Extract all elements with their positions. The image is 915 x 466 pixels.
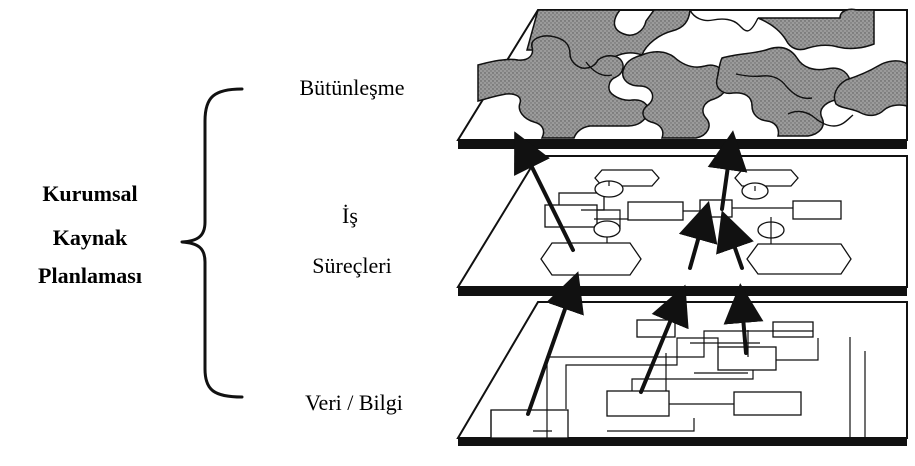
data-line-2 [546, 330, 813, 438]
integration-plane [456, 8, 908, 149]
puzzle-seam-d [585, 61, 613, 77]
puzzle-piece-center [622, 51, 729, 139]
arrow-process-to-integration-right [707, 130, 748, 211]
puzzle-seam-c [787, 110, 854, 127]
connector-left-middle [581, 209, 621, 229]
decision-node-middle-left [593, 220, 621, 238]
data-box-upper-right [772, 321, 814, 338]
business-process-plane [456, 155, 908, 296]
data-boxes [490, 319, 814, 439]
puzzle-pieces [477, 8, 908, 139]
layer-label-integration: Bütünleşme [299, 75, 404, 100]
title-block: Kurumsal Kaynak Planlaması [38, 181, 142, 288]
puzzle-piece-far-right [833, 60, 908, 117]
data-line-5 [631, 370, 754, 391]
process-box-bottom-right-hexagon [746, 243, 852, 275]
data-plane-edge [458, 438, 907, 446]
process-shapes [540, 169, 852, 276]
puzzle-seams [585, 9, 854, 127]
data-box-right-bottom [733, 391, 802, 416]
layer-label-data: Veri / Bilgi [305, 390, 403, 415]
puzzle-piece-right-middle [715, 46, 852, 137]
arrow-process-inner-right [716, 210, 754, 270]
title-line-2: Kaynak [53, 225, 128, 250]
process-box-bottom-left-hexagon [540, 242, 642, 276]
puzzle-seam-b [735, 73, 813, 100]
puzzle-seam-a [689, 9, 759, 32]
process-box-center-2 [699, 199, 733, 218]
arrow-data-to-process-center [639, 284, 689, 394]
process-box-center-1 [627, 201, 684, 221]
arrow-process-to-integration-left [514, 131, 575, 252]
data-line-12 [607, 418, 695, 432]
data-line-3 [565, 337, 719, 409]
title-line-1: Kurumsal [42, 181, 137, 206]
arrow-data-to-process-right [723, 283, 764, 355]
layer-labels: Bütünleşme İş Süreçleri Veri / Bilgi [299, 75, 404, 415]
process-box-top-right-hexagon [734, 169, 799, 187]
data-line-7 [776, 338, 819, 361]
puzzle-piece-top-right [757, 8, 875, 51]
layer-label-business-processes-line-2: Süreçleri [312, 253, 391, 278]
business-process-plane-edge [458, 287, 907, 296]
arrows [514, 130, 764, 416]
arrow-data-to-process-left [526, 271, 584, 416]
data-plane [456, 301, 908, 446]
title-line-3: Planlaması [38, 263, 142, 288]
layer-label-business-processes-line-1: İş [342, 203, 358, 228]
integration-plane-edge [458, 140, 907, 149]
curly-brace [180, 87, 244, 399]
process-box-right-1 [792, 200, 842, 220]
puzzle-piece-left-middle [477, 35, 650, 139]
arrow-process-inner-left [678, 200, 718, 270]
data-lines [490, 330, 866, 438]
data-box-center [606, 390, 670, 417]
